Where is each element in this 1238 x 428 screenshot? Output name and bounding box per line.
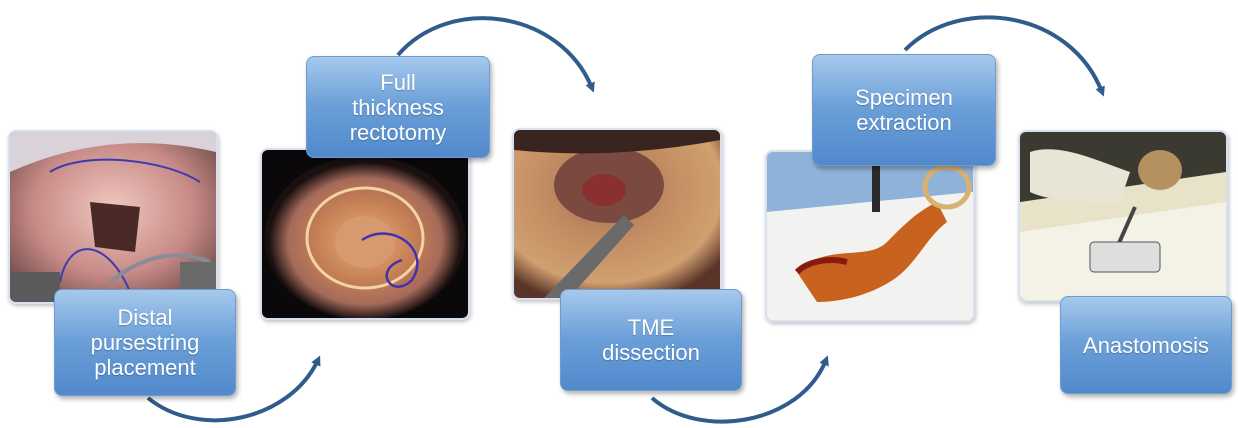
step-label-distal-pursestring: Distal pursestring placement [54,289,236,396]
photo-tme-dissection [512,128,722,300]
step-label-line: pursestring [91,330,200,355]
step-label-line: placement [91,355,200,380]
step-label-tme-dissection: TME dissection [560,289,742,391]
photo-anastomosis [1018,130,1228,302]
step-label-line: thickness [350,95,447,120]
step-label-line: extraction [855,110,953,135]
step-label-line: Full [350,70,447,95]
step-label-line: Distal [91,305,200,330]
step-label-line: Anastomosis [1083,333,1209,358]
step-label-specimen-extraction: Specimen extraction [812,54,996,166]
step-label-line: Specimen [855,85,953,110]
step-label-anastomosis: Anastomosis [1060,296,1232,394]
photo-specimen-extraction [765,150,975,322]
photo-pursestring [8,130,218,304]
step-label-line: rectotomy [350,120,447,145]
step-label-line: dissection [602,340,700,365]
step-label-full-thickness-rectotomy: Full thickness rectotomy [306,56,490,158]
step-label-line: TME [602,315,700,340]
photo-rectotomy [260,148,470,320]
